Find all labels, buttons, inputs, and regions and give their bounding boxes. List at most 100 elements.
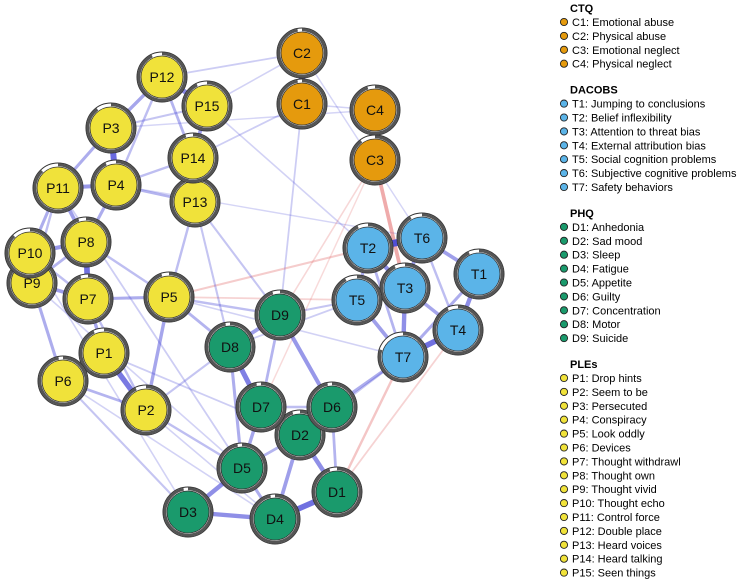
node-P7[interactable]: P7 [62, 273, 114, 325]
node-T6[interactable]: T6 [396, 212, 448, 264]
legend-swatch [559, 512, 569, 522]
node-pie-arc [33, 163, 83, 213]
node-fill [124, 388, 168, 432]
node-fill [258, 293, 302, 337]
node-C3[interactable]: C3 [349, 134, 401, 186]
node-pie-arc [397, 213, 447, 263]
node-D7[interactable]: D7 [235, 381, 287, 433]
node-label: P2 [137, 402, 154, 418]
node-P3[interactable]: P3 [85, 102, 137, 154]
node-fill [346, 226, 390, 270]
node-P15[interactable]: P15 [181, 80, 233, 132]
node-T2[interactable]: T2 [342, 222, 394, 274]
node-D3[interactable]: D3 [162, 486, 214, 538]
node-label: P11 [46, 180, 70, 196]
legend-swatch [559, 415, 569, 424]
node-C1[interactable]: C1 [276, 78, 328, 130]
legend-swatch [559, 292, 569, 301]
node-label: D5 [233, 460, 251, 476]
node-pie-arc [182, 81, 232, 131]
node-T1[interactable]: T1 [453, 248, 505, 300]
node-pie-arc [332, 275, 382, 325]
node-pie-arc [61, 217, 111, 267]
legend-title-CTQ: CTQ [570, 3, 594, 15]
legend-swatch [559, 59, 569, 68]
node-C4[interactable]: C4 [349, 84, 401, 136]
node-fill [36, 166, 80, 210]
edge-P2-D4 [145, 409, 276, 520]
legend-swatch [559, 387, 569, 396]
legend-item-D7: D7: Concentration [572, 305, 661, 317]
node-P10[interactable]: P10 [4, 227, 56, 279]
legend-swatch [559, 568, 569, 577]
edge-P15-T2 [206, 105, 369, 249]
legend-item-T1: T1: Jumping to conclusions [572, 99, 706, 111]
node-P12[interactable]: P12 [136, 51, 188, 103]
legend-title-DACOBS: DACOBS [570, 85, 618, 97]
legend-item-P3: P3: Persecuted [572, 401, 647, 413]
legend-swatch [559, 306, 569, 315]
node-pie-arc [250, 494, 300, 544]
node-label: C2 [293, 45, 311, 61]
legend-swatch [559, 99, 569, 108]
node-T3[interactable]: T3 [379, 262, 431, 314]
node-label: P13 [183, 194, 208, 210]
node-D5[interactable]: D5 [216, 442, 268, 494]
node-P14[interactable]: P14 [167, 132, 219, 184]
node-fill [220, 446, 264, 490]
node-P13[interactable]: P13 [169, 176, 221, 228]
node-pie-arc [343, 223, 393, 273]
node-pie-arc [163, 487, 213, 537]
node-fill [253, 497, 297, 541]
legend-item-P4: P4: Conspiracy [572, 415, 647, 427]
node-pie-arc [63, 274, 113, 324]
node-fill [185, 84, 229, 128]
node-label: T3 [397, 280, 414, 296]
node-D8[interactable]: D8 [204, 321, 256, 373]
node-P4[interactable]: P4 [90, 159, 142, 211]
node-fill [89, 106, 133, 150]
node-T5[interactable]: T5 [331, 274, 383, 326]
node-fill [140, 55, 184, 99]
node-D6[interactable]: D6 [306, 381, 358, 433]
node-label: P6 [54, 373, 71, 389]
node-P2[interactable]: P2 [120, 384, 172, 436]
legend-item-P11: P11: Control force [572, 512, 660, 524]
node-pie-arc [433, 305, 483, 355]
node-fill [353, 138, 397, 182]
legend-swatch [559, 373, 569, 383]
node-D1[interactable]: D1 [311, 466, 363, 518]
node-D9[interactable]: D9 [254, 289, 306, 341]
node-fill [171, 136, 215, 180]
edge-P6-D4 [62, 380, 276, 520]
node-fill [41, 359, 85, 403]
node-D4[interactable]: D4 [249, 493, 301, 545]
node-D2[interactable]: D2 [274, 409, 326, 461]
node-P6[interactable]: P6 [37, 355, 89, 407]
node-fill [315, 470, 359, 514]
legend-item-P8: P8: Thought own [572, 470, 655, 482]
node-label: T2 [360, 240, 377, 256]
node-fill [208, 325, 252, 369]
node-C2[interactable]: C2 [276, 27, 328, 79]
legend-item-P2: P2: Seem to be [572, 387, 648, 399]
node-label: D8 [221, 339, 239, 355]
legend-item-D8: D8: Motor [572, 319, 621, 331]
node-T7[interactable]: T7 [377, 331, 429, 383]
node-label: C3 [366, 152, 384, 168]
node-pie-arc [350, 85, 400, 135]
node-P5[interactable]: P5 [143, 271, 195, 323]
node-fill [82, 331, 126, 375]
node-label: D6 [323, 399, 341, 415]
legend-item-C4: C4: Physical neglect [572, 59, 672, 71]
node-T4[interactable]: T4 [432, 304, 484, 356]
node-label: P12 [150, 69, 175, 85]
node-P1[interactable]: P1 [78, 327, 130, 379]
node-P11[interactable]: P11 [32, 162, 84, 214]
node-pie-arc [312, 467, 362, 517]
node-label: D4 [266, 511, 284, 527]
node-label: P8 [77, 234, 94, 250]
node-P8[interactable]: P8 [60, 216, 112, 268]
